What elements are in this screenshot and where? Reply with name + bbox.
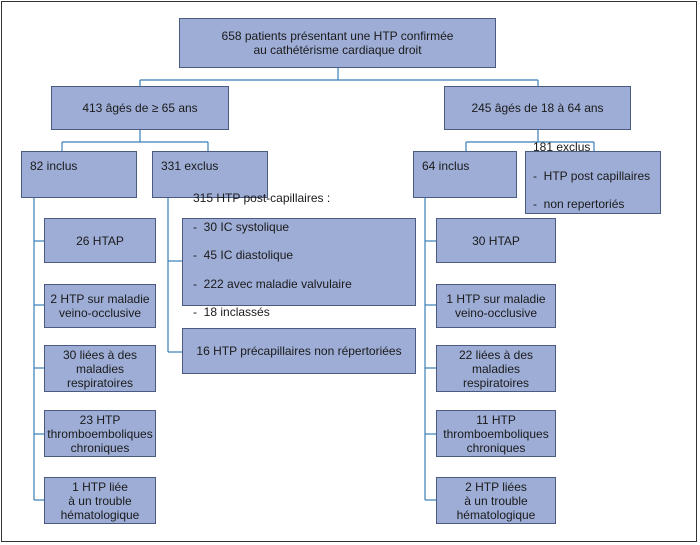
list-item: 30 IC systolique [193,220,352,235]
older-group-box: 2 HTP sur maladie veino-occlusive [44,284,156,328]
younger-group-box: 2 HTP liées à un trouble hématologique [436,477,556,524]
older-branch-box: 413 âgés de ≥ 65 ans [51,86,229,130]
older-group-box: 26 HTAP [44,218,156,263]
younger-excluded-list: HTP post capillaires non repertoriés [533,155,651,226]
older-group-box: 30 liées à des maladies respiratoires [44,345,156,392]
younger-group-box: 30 HTAP [436,218,556,263]
list-item: non repertoriés [533,197,650,212]
older-excluded-box: 331 exclus [152,151,268,198]
younger-group-box: 1 HTP sur maladie veino-occlusive [436,284,556,328]
younger-excluded-title: 181 exclus [533,139,591,154]
list-item: 222 avec maladie valvulaire [193,277,352,292]
list-item: 45 IC diastolique [193,248,352,263]
older-precapillary-box: 16 HTP précapillaires non répertoriées [182,328,416,374]
postcapillary-list: 30 IC systolique 45 IC diastolique 222 a… [193,206,352,334]
list-item: HTP post capillaires [533,169,651,184]
list-item: 18 inclassés [193,305,352,320]
younger-included-box: 64 inclus [413,151,517,198]
older-group-box: 23 HTP thromboemboliques chroniques [44,410,156,457]
older-included-box: 82 inclus [21,151,137,198]
older-postcapillary-box: 315 HTP post-capillaires : 30 IC systoli… [182,191,416,319]
younger-group-box: 11 HTP thromboemboliques chroniques [436,410,556,457]
younger-group-box: 22 liées à des maladies respiratoires [436,345,556,392]
older-group-box: 1 HTP liée à un trouble hématologique [44,477,156,524]
younger-excluded-box: 181 exclus HTP post capillaires non repe… [525,140,661,214]
younger-branch-box: 245 âgés de 18 à 64 ans [444,86,631,130]
root-box: 658 patients présentant une HTP confirmé… [179,18,496,68]
postcapillary-title: 315 HTP post-capillaires : [193,190,331,205]
